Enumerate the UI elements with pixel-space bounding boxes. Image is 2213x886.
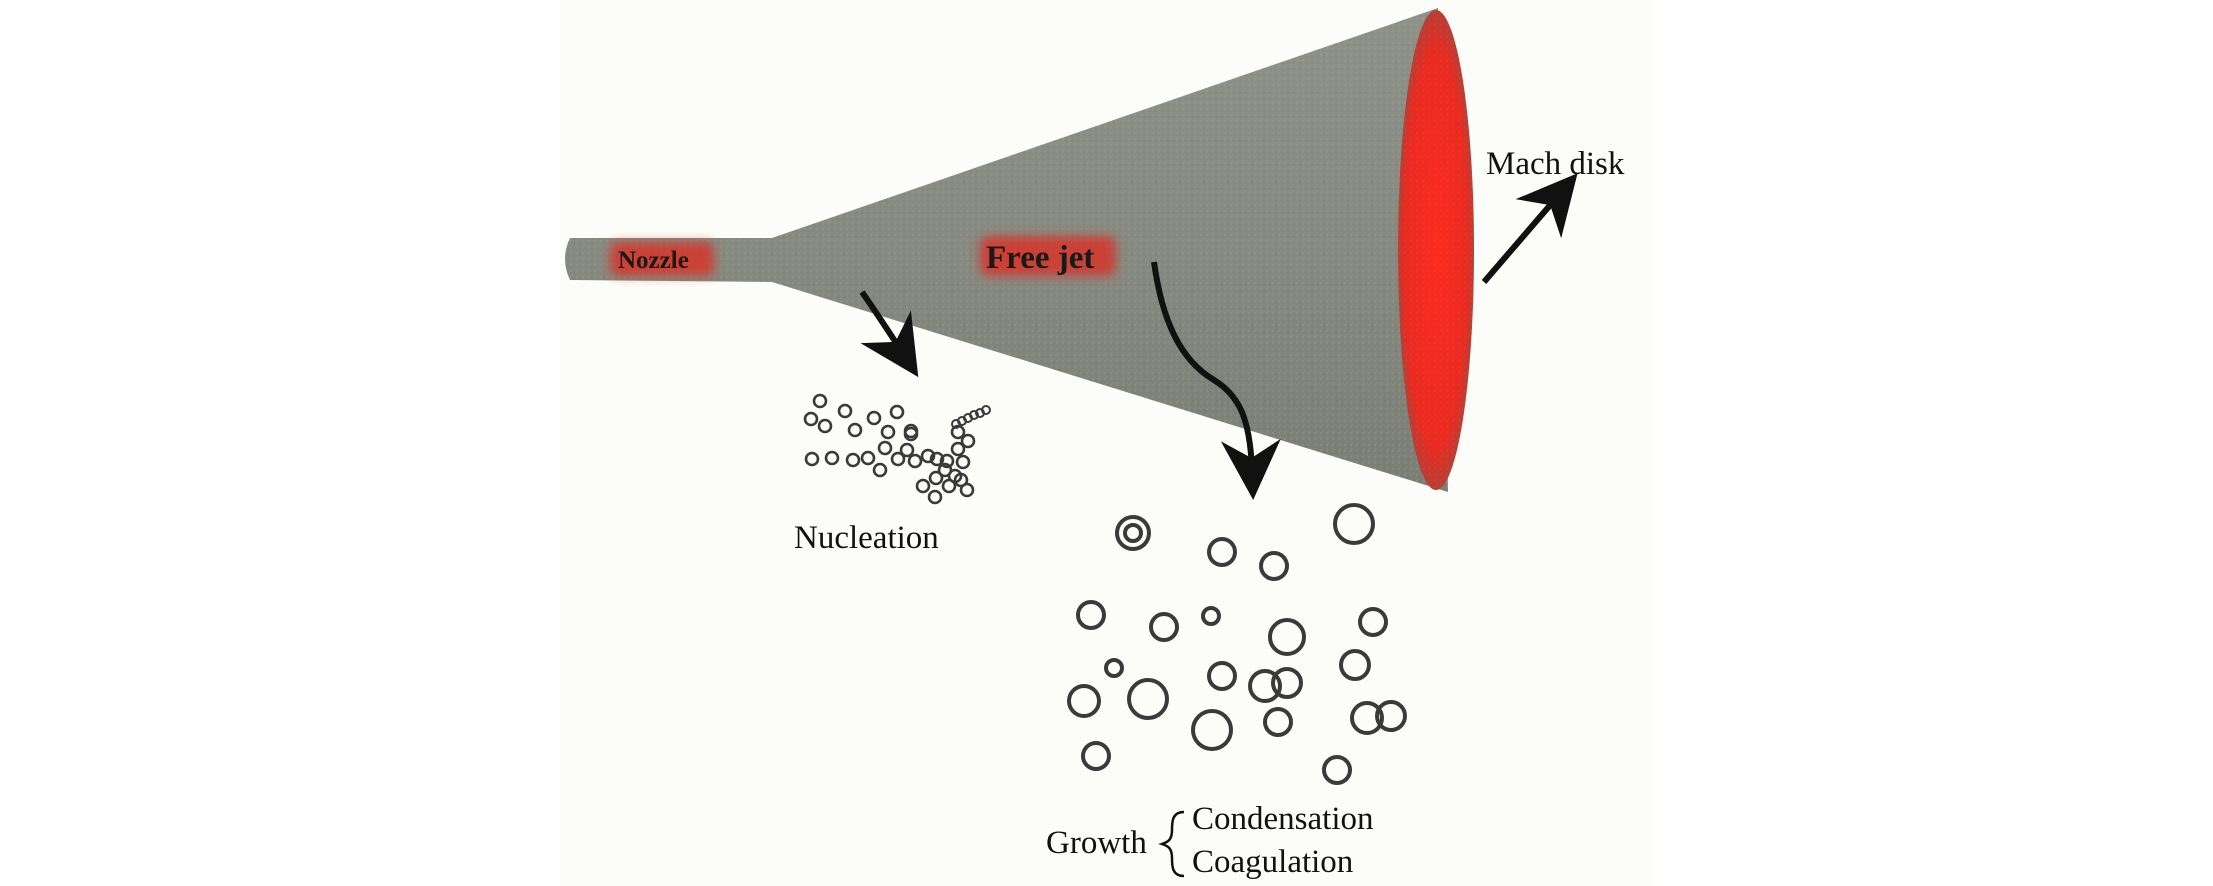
growth-brace [1158,810,1185,878]
mach-disk-arrow [1481,173,1578,284]
growth-label: Growth [1046,825,1147,861]
nozzle-label-glow [610,242,714,276]
free-jet-label-glow [980,236,1116,276]
growth-arrow [1151,261,1281,500]
mach-disk-label: Mach disk [1486,146,1625,182]
nucleation-particles [803,393,976,505]
nucleation-chain [951,405,991,429]
free-jet-label: Free jet [986,240,1094,276]
nucleation-label: Nucleation [794,520,939,556]
growth-particles [1067,503,1407,785]
nozzle-label: Nozzle [618,247,689,274]
condensation-label: Condensation [1192,801,1373,837]
coagulation-label: Coagulation [1192,844,1353,880]
nucleation-arrow [859,290,919,378]
